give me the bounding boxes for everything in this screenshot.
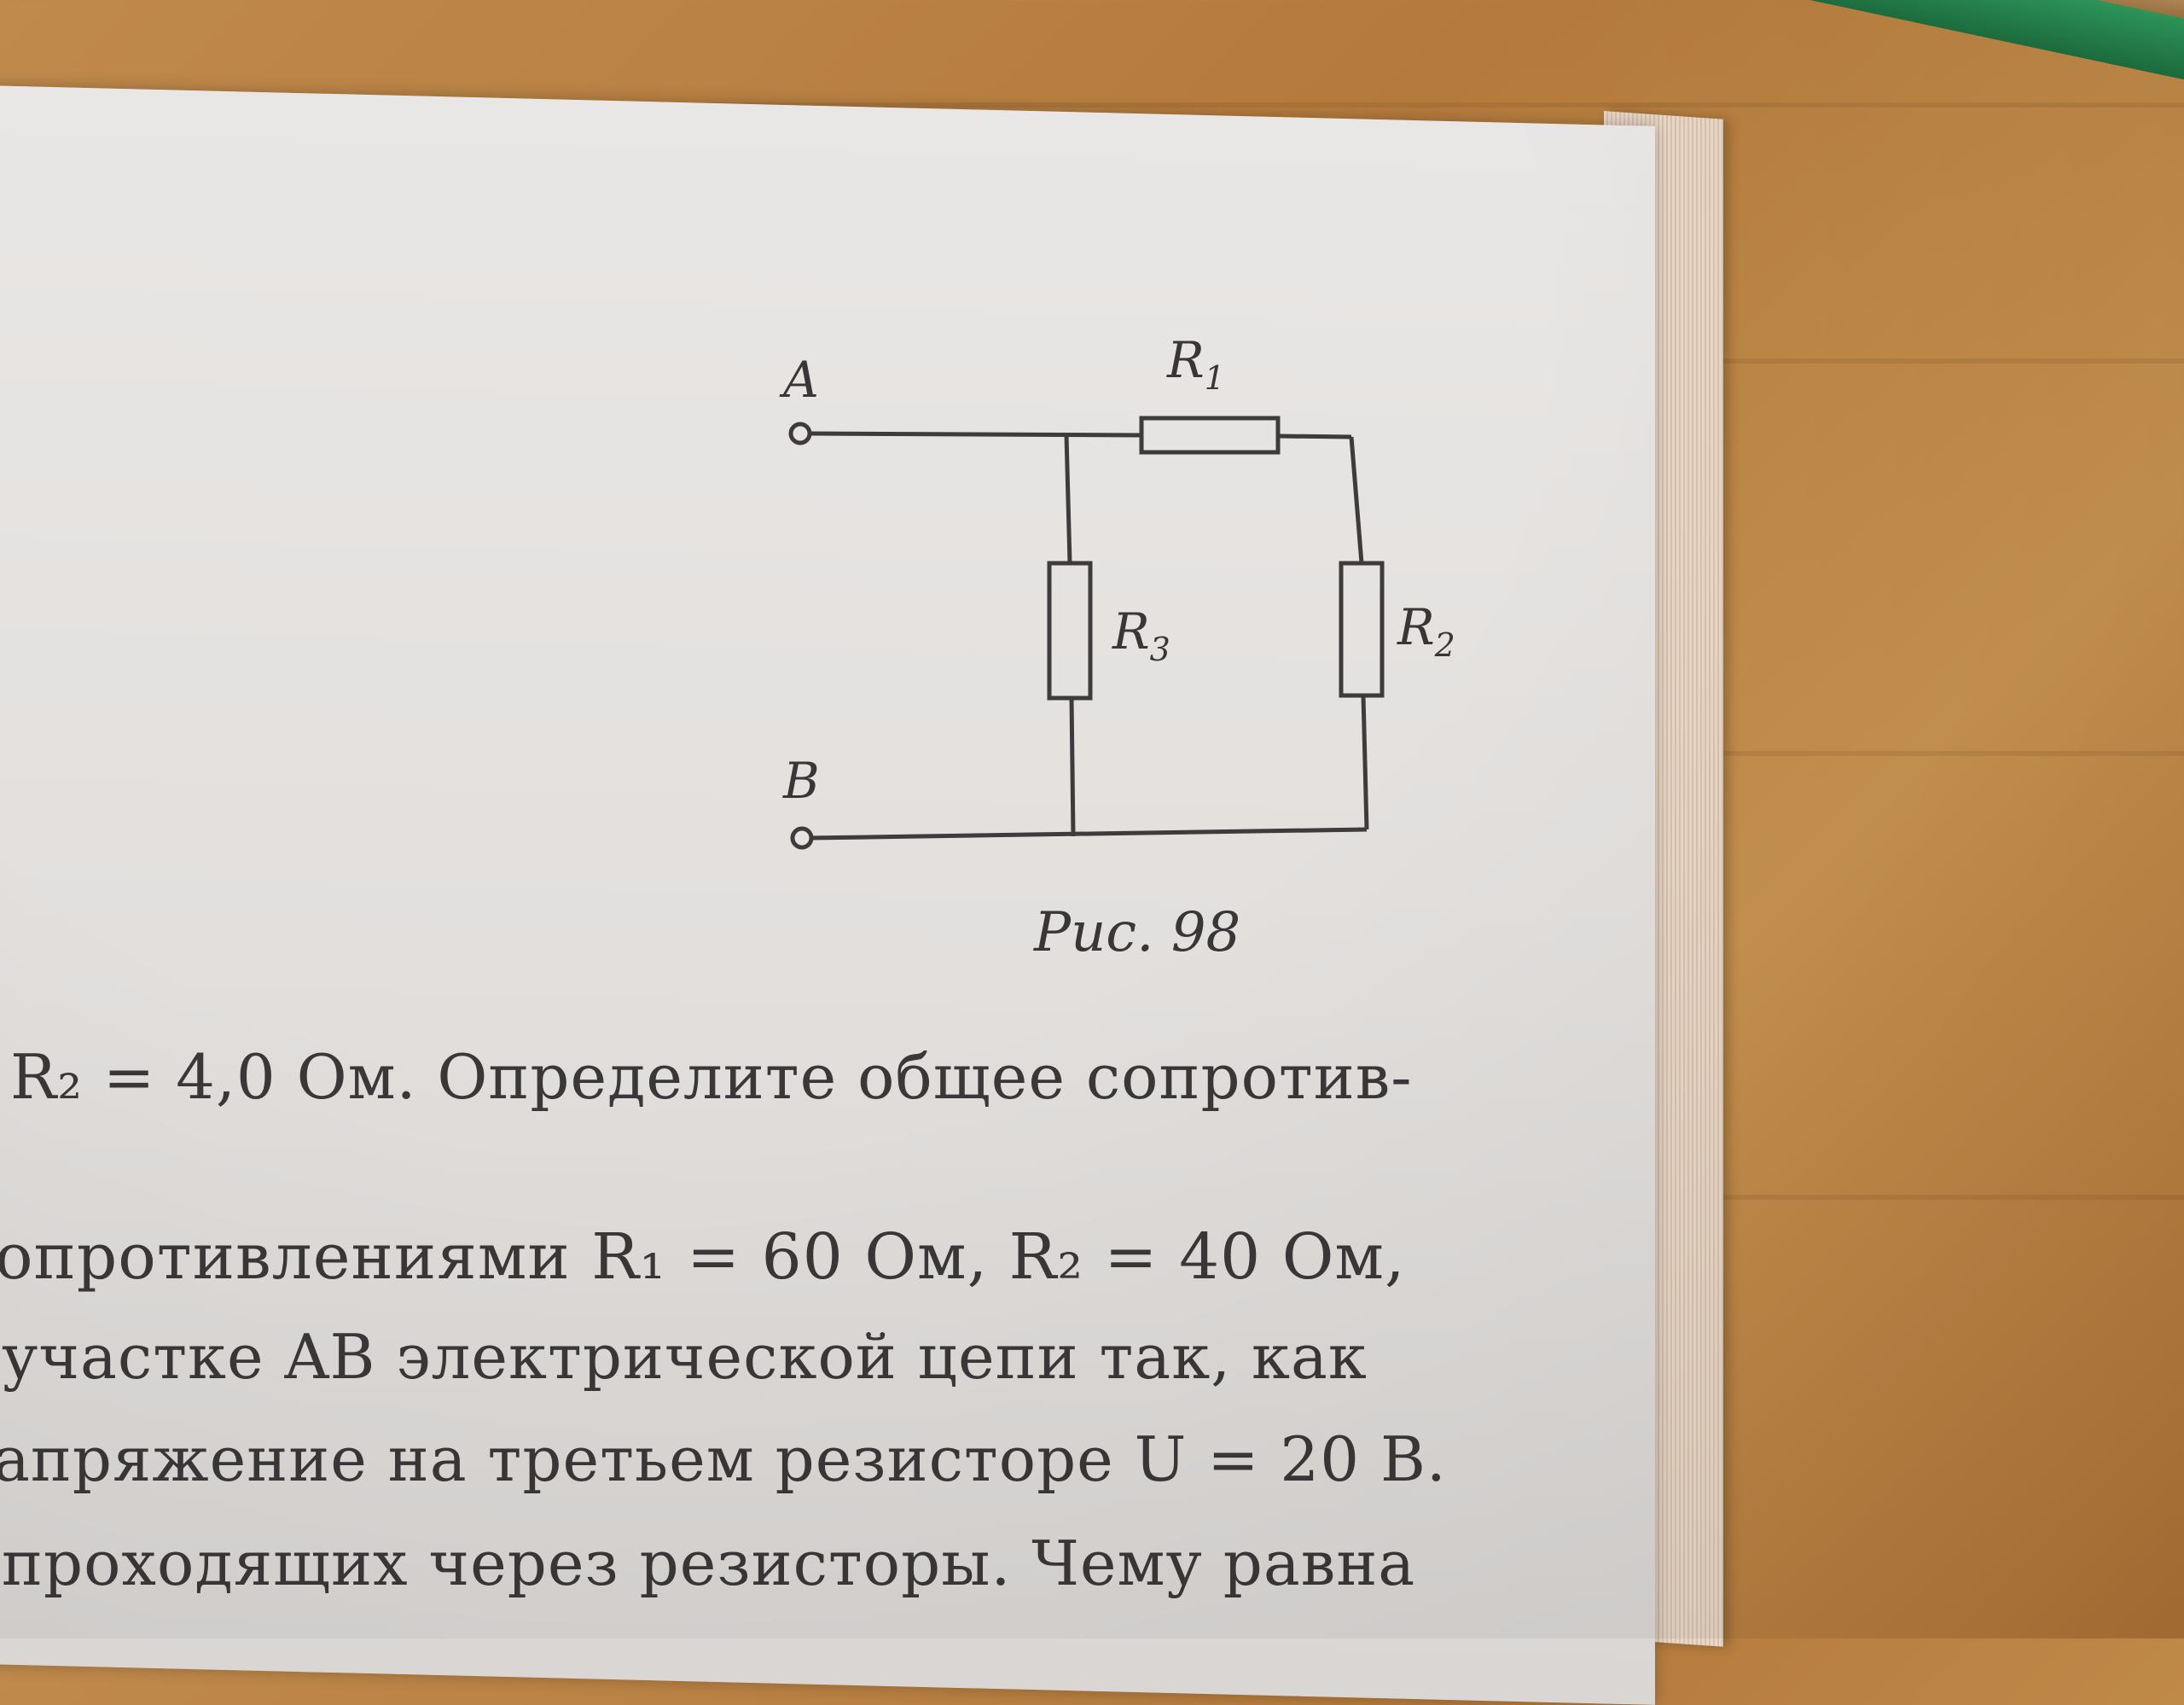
wire-top-left bbox=[808, 431, 1142, 438]
wire-top-right bbox=[1277, 434, 1352, 439]
terminal-b bbox=[790, 826, 814, 850]
text-line-4: апряжение на третьем резисторе U = 20 В. bbox=[0, 1423, 1447, 1495]
r1-label: R1 bbox=[1166, 331, 1225, 397]
resistor-r2 bbox=[1339, 561, 1385, 698]
text-line-5: проходящих через резисторы. Чему равна bbox=[2, 1528, 1416, 1599]
terminal-a-label: A bbox=[779, 351, 819, 409]
wire-bottom bbox=[808, 827, 1368, 841]
wire-right-lower bbox=[1361, 695, 1369, 830]
r3-label: R3 bbox=[1112, 602, 1170, 668]
terminal-a bbox=[788, 422, 812, 445]
terminal-b-label: B bbox=[782, 752, 820, 810]
circuit-diagram: A B R1 R2 R3 Рис. 98 bbox=[779, 331, 1455, 964]
text-line-3: участке AB электрической цепи так, как bbox=[2, 1321, 1368, 1393]
text-line-1: R₂ = 4,0 Ом. Определите общее сопротив- bbox=[10, 1041, 1413, 1113]
wire-mid-upper bbox=[1064, 434, 1072, 564]
wire-mid-lower bbox=[1069, 697, 1076, 837]
wire-right-upper bbox=[1349, 436, 1364, 564]
resistor-r3 bbox=[1047, 561, 1093, 701]
wood-grain bbox=[0, 102, 2184, 108]
figure-caption: Рис. 98 bbox=[1033, 901, 1240, 964]
text-line-2: опротивлениями R₁ = 60 Ом, R₂ = 40 Ом, bbox=[0, 1220, 1406, 1294]
r2-label: R2 bbox=[1397, 598, 1455, 664]
resistor-r1 bbox=[1139, 416, 1281, 455]
